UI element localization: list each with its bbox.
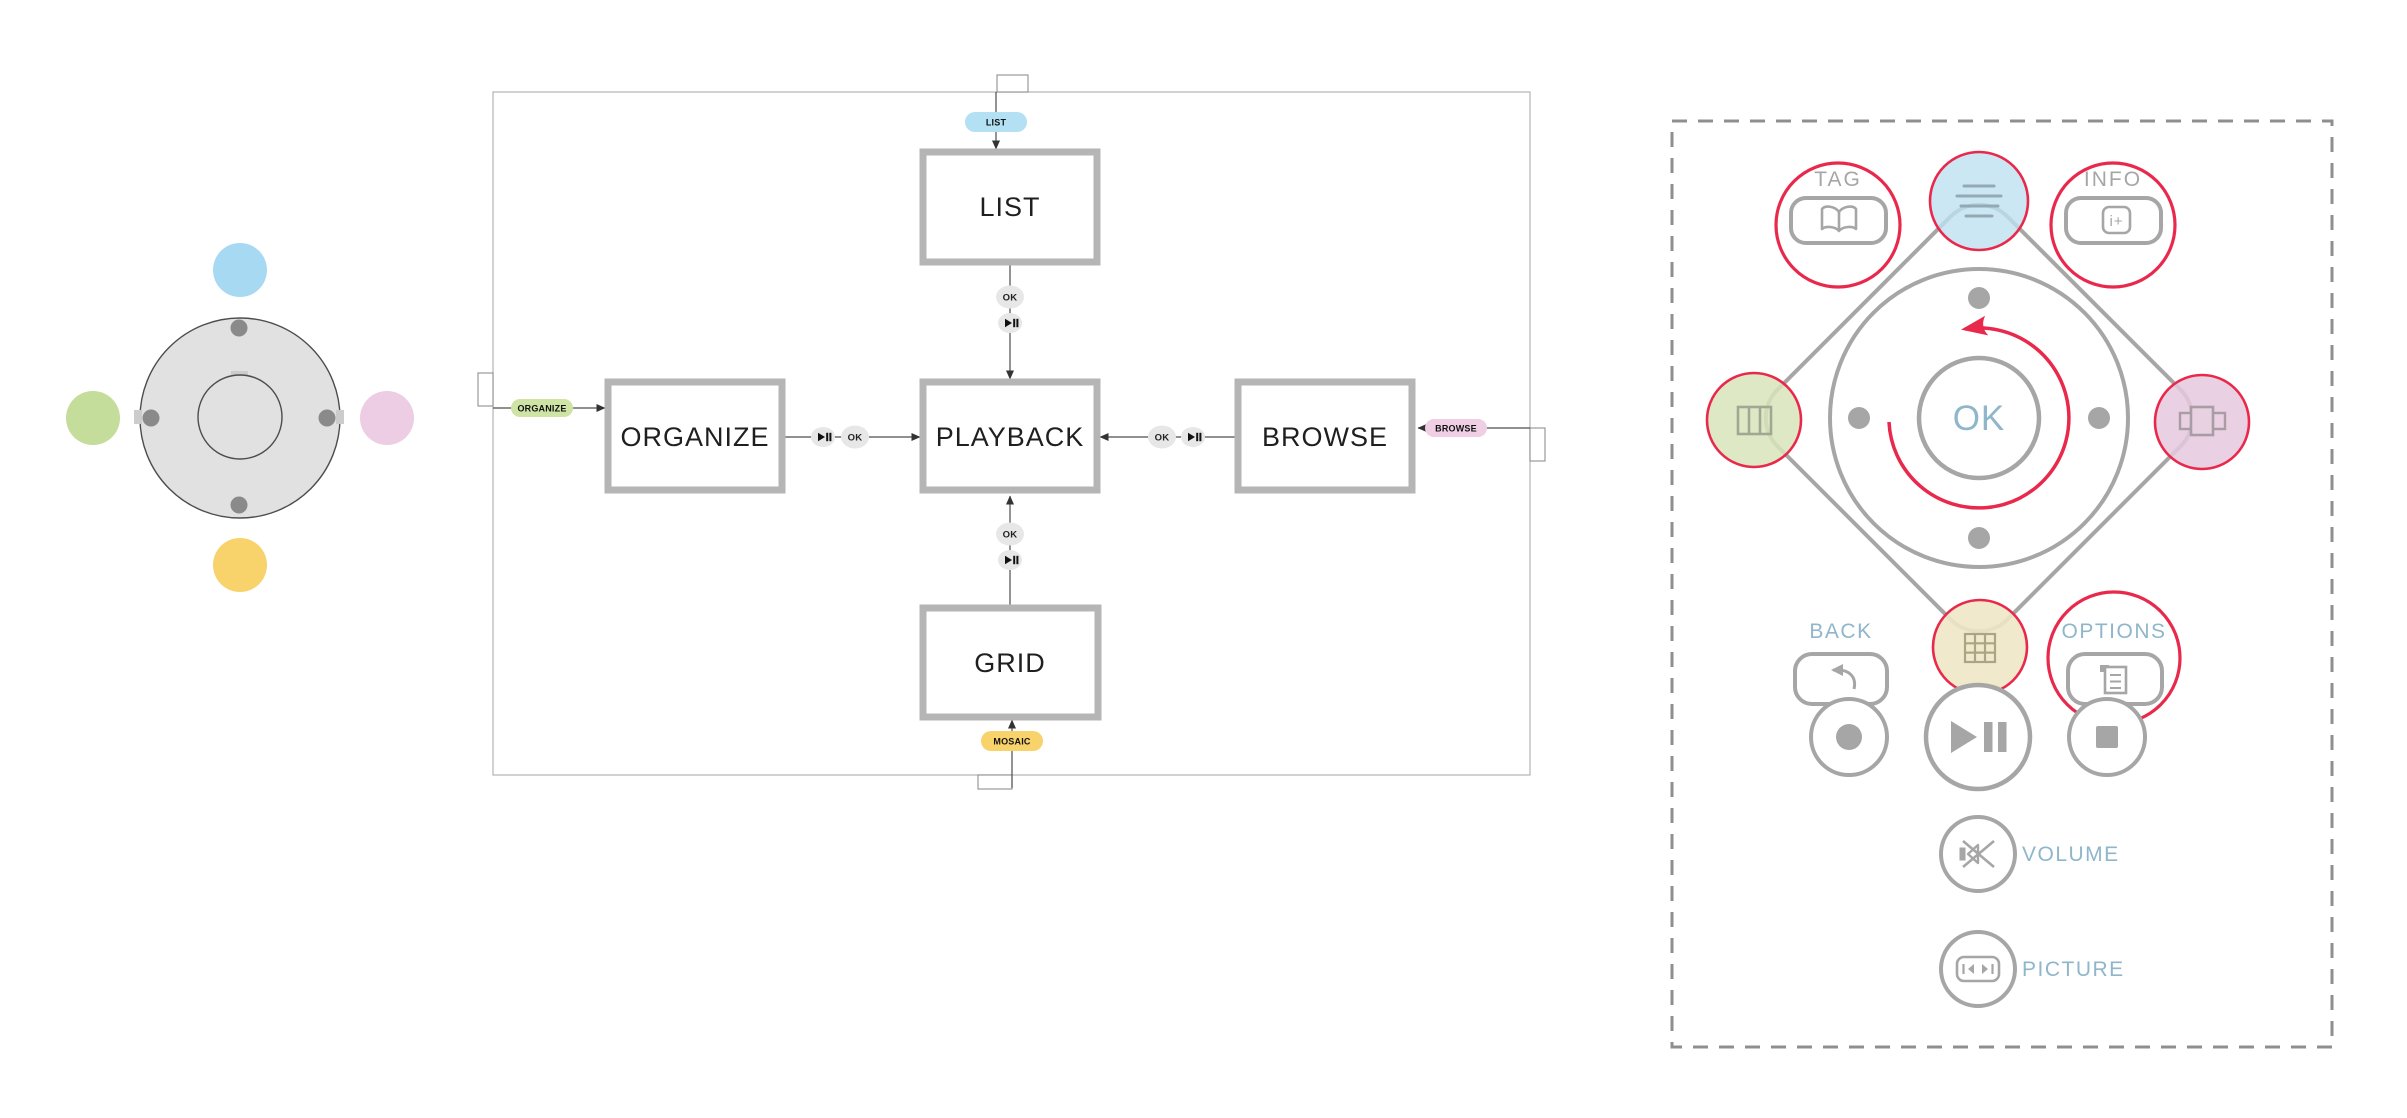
picture-button	[1939, 930, 2017, 1008]
picture-label: PICTURE	[2022, 958, 2125, 981]
pill-organize-label: ORGANIZE	[517, 404, 566, 414]
key-badge-ok-bottom: OK	[996, 522, 1024, 546]
nav-circle-ring	[1828, 267, 2130, 569]
svg-text:OK: OK	[848, 433, 863, 444]
ok-button: OK	[1916, 355, 2042, 481]
document-icon	[2100, 665, 2128, 695]
pill-list: LIST	[965, 112, 1027, 132]
ok-button-label: OK	[1953, 399, 2006, 438]
tag-highlight-ring	[1774, 161, 1902, 289]
grid-icon	[1963, 632, 1997, 664]
info-key: INFO i+	[2049, 161, 2177, 289]
volume-label: VOLUME	[2022, 843, 2120, 866]
dpad-down-dot	[230, 496, 248, 514]
key-badge-playpause-bottom	[998, 550, 1022, 570]
picture-key: PICTURE	[1939, 930, 2125, 1008]
flow-box-organize-label: ORGANIZE	[620, 422, 769, 452]
stop-button	[2067, 697, 2147, 777]
nav-right-dot	[2088, 407, 2110, 429]
color-key-down-yellow	[213, 538, 267, 592]
svg-text:OK: OK	[1003, 293, 1018, 304]
mosaic-key-highlight	[1931, 598, 2029, 696]
connector-notch-top	[996, 74, 1029, 93]
info-plus-icon: i+	[2101, 205, 2132, 235]
flow-box-list: LIST	[919, 148, 1101, 266]
dpad-left-dot	[142, 409, 160, 427]
pill-organize: ORGANIZE	[511, 399, 573, 417]
key-badge-playpause-left	[811, 427, 835, 447]
play-pause-icon	[1951, 721, 2007, 753]
nav-up-dot	[1968, 287, 1990, 309]
info-highlight-ring	[2049, 161, 2177, 289]
remote-panel-border	[1670, 119, 2334, 1049]
info-button	[2064, 196, 2163, 245]
back-key: BACK	[1793, 620, 1889, 706]
dpad-tick-left	[134, 410, 142, 424]
dpad-tick-inner-top	[231, 371, 248, 376]
svg-text:OK: OK	[1003, 530, 1018, 541]
flow-box-browse-label: BROWSE	[1262, 422, 1388, 452]
undo-icon	[1831, 664, 1857, 690]
key-badge-playpause-right	[1181, 427, 1205, 447]
color-key-left-green	[66, 391, 120, 445]
dpad-up-dot	[230, 319, 248, 337]
back-label: BACK	[1809, 620, 1872, 643]
connector-notch-right	[1529, 427, 1546, 462]
dpad-center-button	[197, 374, 283, 460]
pill-list-label: LIST	[986, 118, 1007, 128]
tag-key: TAG	[1774, 161, 1902, 289]
pill-browse-label: BROWSE	[1435, 424, 1477, 434]
rotate-ccw-arrow-icon	[1887, 315, 2071, 510]
key-badge-ok-top: OK	[996, 285, 1024, 309]
nav-left-dot	[1848, 407, 1870, 429]
remote-panel: OK TAG INFO i+	[1670, 119, 2334, 1049]
dpad-ring	[139, 317, 341, 519]
organize-key-highlight	[1705, 371, 1803, 469]
key-badge-ok-left: OK	[841, 425, 869, 449]
list-lines-icon	[1955, 184, 2003, 218]
color-key-right-pink	[360, 391, 414, 445]
connector-notch-bottom	[977, 774, 1013, 790]
key-badge-playpause-top	[998, 313, 1022, 333]
back-button	[1793, 652, 1889, 706]
flow-box-grid: GRID	[919, 604, 1102, 721]
stop-icon	[2096, 726, 2118, 748]
browse-key-highlight	[2153, 373, 2251, 471]
columns-icon	[1736, 405, 1773, 436]
flow-box-organize: ORGANIZE	[604, 378, 786, 494]
record-button	[1809, 697, 1889, 777]
book-icon	[1820, 205, 1858, 233]
record-icon	[1836, 724, 1862, 750]
dpad-right-dot	[318, 409, 336, 427]
flow-box-browse: BROWSE	[1234, 378, 1416, 494]
list-key-highlight	[1928, 150, 2030, 252]
nav-diamond-ring	[1763, 202, 2195, 634]
dpad-tick-right	[336, 410, 344, 424]
flow-diagram: LIST ORGANIZE PLAYBACK BROWSE GRID LIST …	[477, 74, 1546, 790]
volume-key: VOLUME	[1939, 815, 2120, 893]
play-pause-button	[1923, 682, 2033, 792]
key-badge-ok-right: OK	[1148, 425, 1176, 449]
color-key-up-blue	[213, 243, 267, 297]
coverflow-icon	[2178, 405, 2227, 437]
flow-box-playback-label: PLAYBACK	[936, 422, 1085, 452]
options-label: OPTIONS	[2061, 620, 2166, 643]
pill-mosaic-label: MOSAIC	[993, 737, 1031, 747]
mute-icon	[1959, 840, 1995, 868]
tag-label: TAG	[1814, 168, 1862, 191]
flow-box-playback: PLAYBACK	[919, 378, 1101, 494]
svg-text:OK: OK	[1155, 433, 1170, 444]
info-label: INFO	[2084, 168, 2142, 191]
pill-browse: BROWSE	[1425, 419, 1487, 437]
pill-mosaic: MOSAIC	[981, 731, 1043, 751]
flow-box-list-label: LIST	[979, 192, 1040, 222]
connector-notch-left	[477, 372, 494, 407]
nav-down-dot	[1968, 527, 1990, 549]
svg-text:i+: i+	[2109, 213, 2123, 230]
flow-box-grid-label: GRID	[974, 648, 1046, 678]
picture-format-icon	[1955, 955, 2001, 983]
dpad-legend	[66, 243, 414, 592]
